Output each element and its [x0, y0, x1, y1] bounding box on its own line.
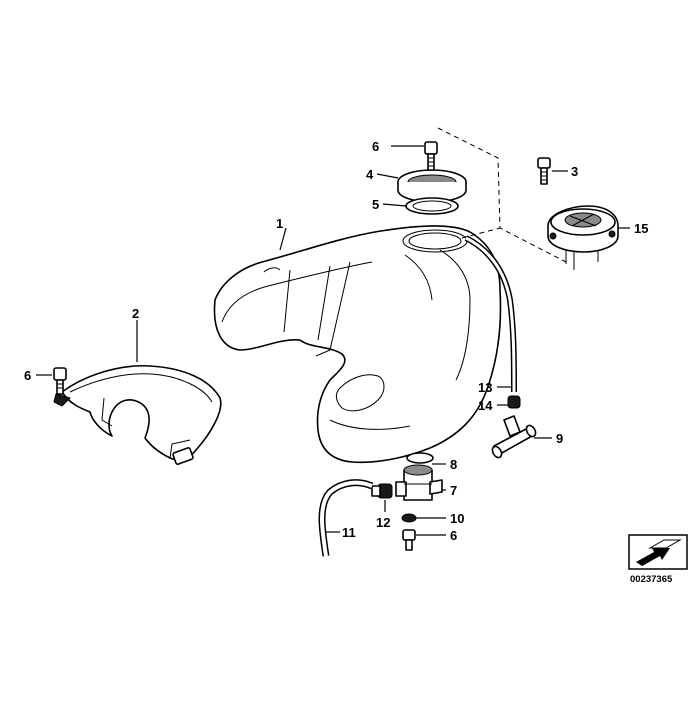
callout-14: 14 — [478, 398, 493, 413]
callout-6-left: 6 — [24, 368, 31, 383]
callout-2: 2 — [132, 306, 139, 321]
assembly-line-bottom — [461, 227, 501, 239]
screw-cap — [537, 157, 551, 185]
vent-hose — [464, 235, 517, 393]
callout-6-bottom: 6 — [450, 528, 457, 543]
fuel-tap — [395, 464, 443, 501]
callout-3: 3 — [571, 164, 578, 179]
callout-9: 9 — [556, 431, 563, 446]
heat-shield — [61, 364, 222, 465]
screw-left — [53, 367, 71, 407]
callout-12: 12 — [376, 515, 390, 530]
leader-lines — [36, 145, 630, 536]
callout-13: 13 — [478, 380, 492, 395]
diagram-code: 00237365 — [630, 574, 673, 585]
filter-plug — [371, 483, 393, 499]
callout-15: 15 — [634, 221, 648, 236]
callout-1: 1 — [276, 216, 283, 231]
callout-5: 5 — [372, 197, 379, 212]
callout-7: 7 — [450, 483, 457, 498]
assembly-line-top — [437, 127, 567, 263]
washer — [401, 513, 417, 523]
filler-cap — [547, 205, 619, 270]
screw-bottom — [402, 529, 416, 551]
fuel-hose — [318, 479, 374, 557]
gasket — [405, 197, 459, 215]
fuel-tank — [213, 225, 502, 464]
callout-10: 10 — [450, 511, 464, 526]
callout-11: 11 — [342, 525, 356, 540]
callout-6-top: 6 — [372, 139, 379, 154]
clamp — [507, 395, 521, 409]
direction-icon — [628, 534, 688, 570]
callout-8: 8 — [450, 457, 457, 472]
callout-4: 4 — [366, 167, 374, 182]
o-ring — [406, 452, 434, 464]
screw-top — [424, 141, 438, 171]
t-connector — [491, 415, 537, 459]
